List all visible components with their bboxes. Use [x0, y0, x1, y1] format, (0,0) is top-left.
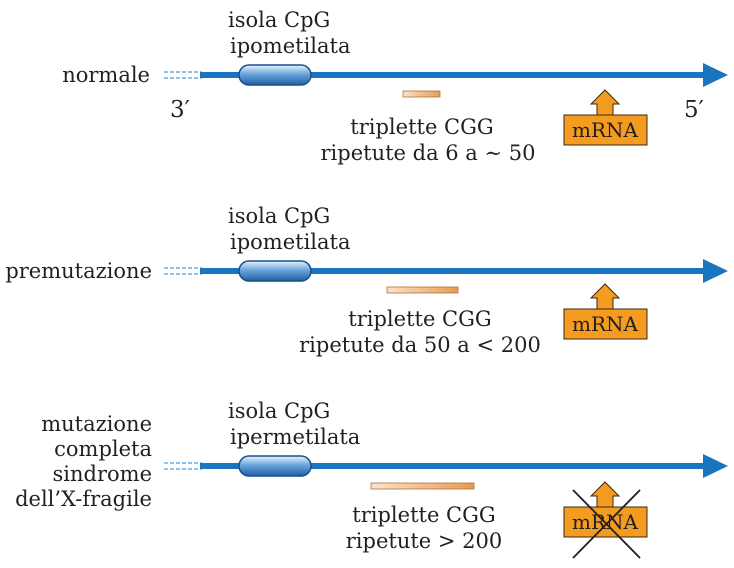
cgg-repeat-bar	[386, 286, 459, 294]
mrna-output: mRNA	[563, 283, 648, 340]
row-label-line4: dell’X-fragile	[15, 487, 152, 511]
mrna-box	[563, 114, 648, 146]
mrna-box	[563, 308, 648, 340]
row-mutazione-completa: mutazione completa sindrome dell’X-fragi…	[15, 399, 728, 559]
mrna-up-arrow	[589, 481, 621, 511]
dna-arrowhead	[703, 63, 728, 87]
repeat-label-line2: ripetute da 50 a < 200	[299, 333, 541, 357]
row-label-line1: mutazione	[41, 412, 152, 436]
cgg-repeat-bar	[402, 90, 441, 98]
repeat-label-line1: triplette CGG	[350, 115, 493, 139]
mrna-label: mRNA	[572, 118, 639, 142]
dna-arrowhead	[703, 454, 728, 478]
cpg-island-cylinder	[238, 260, 312, 282]
repeat-label-line1: triplette CGG	[348, 307, 491, 331]
mrna-up-arrow	[589, 89, 621, 119]
dna-arrowhead	[703, 259, 728, 283]
blocked-cross-icon	[572, 489, 641, 559]
repeat-label-line2: ripetute da 6 a ∼ 50	[321, 141, 536, 165]
mrna-output: mRNA	[563, 89, 648, 146]
row-premutazione: premutazione isola CpG ipometilata tripl…	[5, 204, 728, 357]
cpg-island-label-line2: ipermetilata	[230, 425, 360, 449]
dna-strand	[164, 63, 728, 87]
repeat-label-line2: ripetute > 200	[346, 529, 503, 553]
cpg-island-label-line1: isola CpG	[228, 8, 330, 32]
end-label-5prime: 5′	[684, 97, 704, 123]
row-label-premutazione: premutazione	[5, 259, 152, 283]
repeat-label-line1: triplette CGG	[352, 503, 495, 527]
dna-strand	[164, 454, 728, 478]
cpg-island-cylinder	[238, 64, 312, 86]
cpg-island-label-line1: isola CpG	[228, 399, 330, 423]
mrna-output-blocked: mRNA	[563, 481, 648, 559]
row-label-normale: normale	[62, 63, 150, 87]
cpg-island-label-line1: isola CpG	[228, 204, 330, 228]
row-label-line2: completa	[54, 437, 152, 461]
dna-strand	[164, 259, 728, 283]
end-label-3prime: 3′	[170, 97, 190, 123]
cpg-island-label-line2: ipometilata	[230, 34, 351, 58]
mrna-up-arrow	[589, 283, 621, 313]
cpg-island-label-line2: ipometilata	[230, 230, 351, 254]
cpg-island-cylinder	[238, 455, 312, 477]
mrna-label: mRNA	[572, 312, 639, 336]
cgg-repeat-bar	[370, 482, 475, 490]
row-label-line3: sindrome	[53, 462, 152, 486]
mrna-box	[563, 506, 648, 538]
row-normale: normale isola CpG ipometilata 3′ 5′ trip…	[62, 8, 728, 165]
